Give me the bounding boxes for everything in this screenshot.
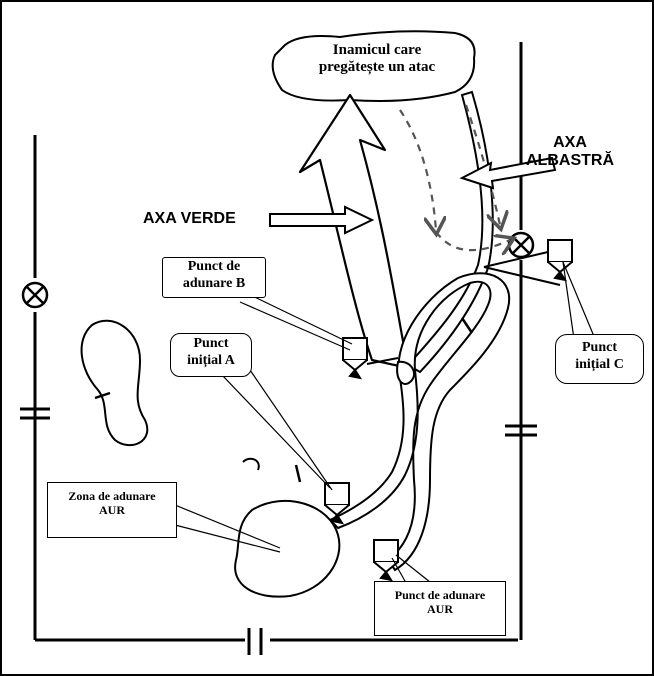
assault-route xyxy=(328,272,511,572)
punct-initial-a-line2: inițial A xyxy=(187,352,235,368)
route-tick xyxy=(460,317,474,334)
axa-albastra-pointer-arrow xyxy=(459,156,557,190)
punct-initial-a-callout: Punct inițial A xyxy=(170,333,252,377)
axa-albastra-line2: ALBASTRĂ xyxy=(526,152,614,170)
blue-axis-band xyxy=(406,90,494,374)
punct-initial-c-line2: inițial C xyxy=(575,356,624,372)
zona-adunare-aur-line1: Zona de adunare xyxy=(68,489,156,503)
punct-adunare-b-line2: adunare B xyxy=(182,275,246,291)
flag-square-icon xyxy=(373,539,399,582)
enemy-zone xyxy=(271,30,476,102)
axa-verde-pointer-arrow xyxy=(269,205,375,235)
axa-verde-label: AXA VERDE xyxy=(143,210,236,227)
punct-initial-c-line1: Punct xyxy=(582,340,617,355)
terrain-mark xyxy=(294,464,302,483)
route-knot xyxy=(396,360,416,385)
punct-initial-a-line1: Punct xyxy=(193,336,229,351)
punct-adunare-b-callout: Punct de adunare B xyxy=(162,257,266,298)
double-bar-icon xyxy=(505,424,537,437)
punct-adunare-aur-callout: Punct de adunare AUR xyxy=(374,581,506,636)
flag-square-icon xyxy=(342,337,399,380)
green-axis-arrow xyxy=(298,93,410,370)
terrain-feature xyxy=(80,319,149,447)
flag-square-icon xyxy=(483,239,573,286)
double-bar-icon xyxy=(20,407,50,420)
punct-adunare-aur-line1: Punct de adunare xyxy=(394,588,486,602)
zona-adunare-aur-callout: Zona de adunare AUR xyxy=(47,482,177,538)
circle-cross-icon xyxy=(507,231,535,259)
punct-adunare-aur-line2: AUR xyxy=(427,602,453,617)
dashed-route xyxy=(399,104,510,250)
enemy-label: Inamicul care pregătește un atac xyxy=(292,42,462,77)
terrain-tick xyxy=(94,391,111,400)
axa-albastra-label: AXA ALBASTRĂ xyxy=(510,134,630,171)
punct-adunare-b-line1: Punct de xyxy=(187,259,241,274)
circle-cross-icon xyxy=(21,281,49,309)
assembly-area-aur xyxy=(234,500,341,598)
zona-adunare-aur-line2: AUR xyxy=(99,503,125,518)
enemy-label-line1: Inamicul care xyxy=(332,42,422,58)
left-boundary-line xyxy=(33,135,518,642)
double-bar-icon xyxy=(247,628,263,655)
axa-albastra-line1: AXA xyxy=(553,134,587,151)
enemy-label-line2: pregătește un atac xyxy=(318,59,436,76)
terrain-mark xyxy=(242,457,260,471)
punct-initial-c-callout: Punct inițial C xyxy=(555,334,644,384)
